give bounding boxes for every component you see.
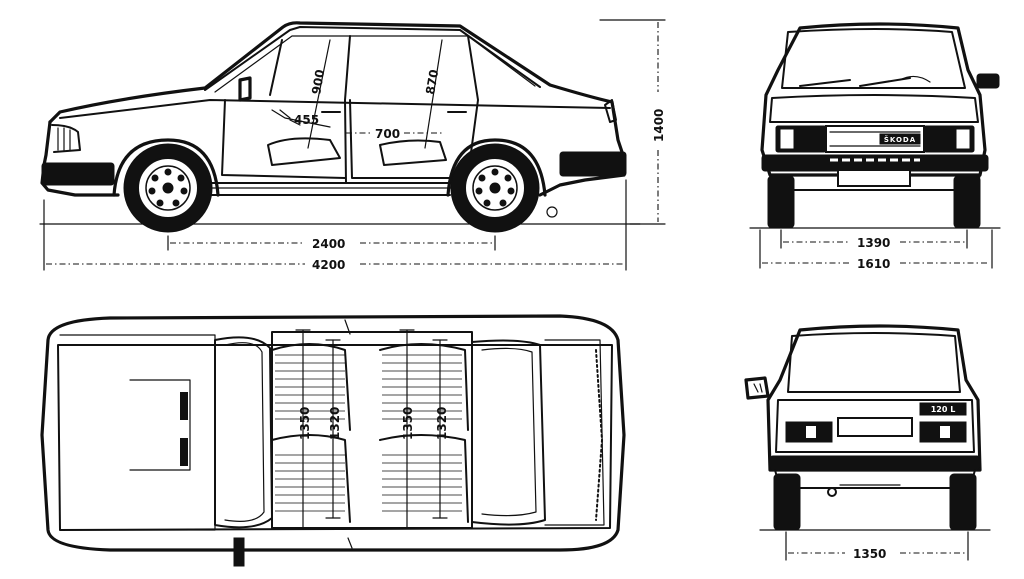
side-body-outline	[39, 21, 641, 225]
dim-overall-length: 4200	[312, 258, 345, 272]
rear-wheel	[450, 143, 540, 233]
dim-window-height-front: 900	[309, 68, 327, 95]
side-seats	[267, 109, 447, 166]
dim-rear-width-a: 1350	[401, 407, 415, 440]
top-body-outline	[40, 314, 626, 567]
dim-front-track: 1390	[857, 236, 890, 250]
dim-wheelbase: 2400	[312, 237, 345, 251]
dim-rear-track: 1350	[853, 547, 886, 561]
top-seats	[271, 343, 469, 523]
dim-overall-width: 1610	[857, 257, 890, 271]
front-view: ŠKODA 1390 1610	[749, 22, 1001, 271]
front-dimensions: 1390 1610	[759, 229, 993, 271]
dim-seat-offset: 455	[294, 113, 319, 127]
rear-badge: 120 L	[931, 405, 956, 414]
rear-body-outline: 120 L	[744, 324, 991, 531]
dim-overall-height: 1400	[652, 109, 666, 142]
dim-front-width-a: 1350	[298, 407, 312, 440]
front-body-outline: ŠKODA	[749, 22, 1001, 229]
top-dimensions: 1350 1320 1350 1320	[295, 329, 449, 529]
side-dimensions: 900 870 455 700 2400 4200 1400	[43, 19, 666, 272]
top-view: 1350 1320 1350 1320	[40, 314, 626, 567]
rear-dimensions: 1350	[785, 531, 969, 561]
dim-seat-spacing: 700	[375, 127, 400, 141]
dim-window-height-rear: 870	[423, 68, 441, 95]
side-view: 900 870 455 700 2400 4200 1400	[39, 19, 666, 272]
dim-front-width-b: 1320	[328, 407, 342, 440]
front-badge: ŠKODA	[884, 135, 916, 144]
front-wheel	[123, 143, 213, 233]
rear-view: 120 L 1350	[744, 324, 991, 561]
dim-rear-width-b: 1320	[435, 407, 449, 440]
